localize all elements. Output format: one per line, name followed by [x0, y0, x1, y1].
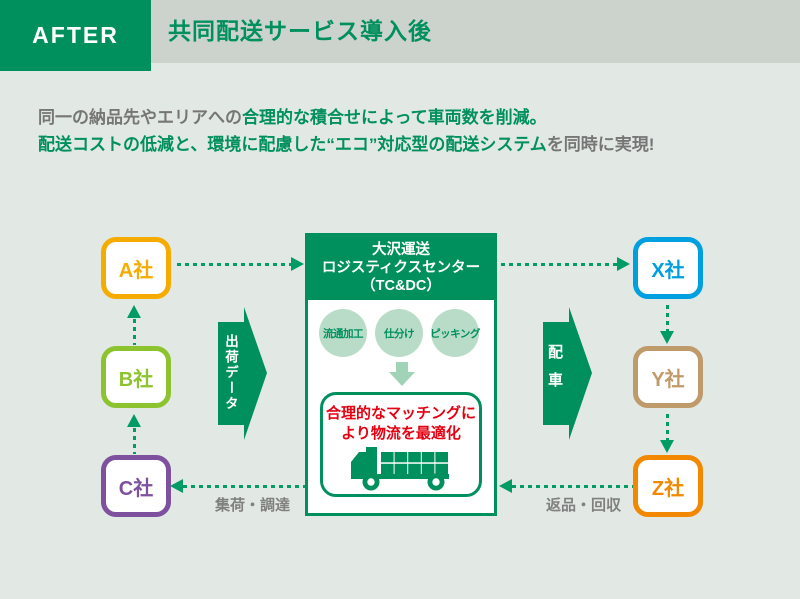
- company-box-y: Y社: [633, 346, 703, 408]
- logistics-center-title: 大沢運送 ロジスティクスセンター （TC&DC）: [305, 233, 497, 300]
- arrowhead-a-to-center: [291, 257, 304, 271]
- arrowhead-c-to-b: [127, 414, 141, 427]
- process-circle-sorting: 仕分け: [375, 309, 423, 357]
- dispatch-arrow-label: 配車: [546, 344, 563, 400]
- return-collection-label: 返品・回収: [546, 497, 622, 514]
- logistics-center-title-line1: 大沢運送: [372, 242, 430, 258]
- description-line2-gray: を同時に実現!: [546, 135, 655, 154]
- matching-result-line2: より物流を最適化: [341, 425, 461, 442]
- arrow-line-x-to-y: [666, 305, 669, 331]
- arrow-line-a-to-center: [177, 263, 291, 266]
- company-box-z: Z社: [633, 455, 703, 517]
- description-line-2: 配送コストの低減と、環境に配慮した“エコ”対応型の配送システムを同時に実現!: [38, 131, 654, 158]
- arrow-line-c-to-b: [133, 428, 136, 454]
- arrowhead-b-to-a: [127, 305, 141, 318]
- matching-result-box: 合理的なマッチングに より物流を最適化: [320, 392, 482, 497]
- matching-result-text: 合理的なマッチングに より物流を最適化: [326, 404, 476, 444]
- company-box-b: B社: [101, 346, 171, 408]
- arrowhead-x-to-y: [660, 331, 674, 344]
- pickup-procurement-label: 集荷・調達: [215, 497, 291, 514]
- truck-icon: [351, 447, 449, 491]
- company-box-a: A社: [101, 237, 171, 299]
- arrow-line-center-to-c: [183, 485, 305, 488]
- description: 同一の納品先やエリアへの合理的な積合せによって車両数を削減。 配送コストの低減と…: [38, 104, 654, 158]
- arrow-line-z-to-center: [512, 485, 633, 488]
- description-line1-green: 合理的な積合せによって車両数を削減。: [242, 108, 547, 127]
- description-line-1: 同一の納品先やエリアへの合理的な積合せによって車両数を削減。: [38, 104, 654, 131]
- arrow-line-y-to-z: [666, 414, 669, 440]
- matching-result-line1: 合理的なマッチングに: [325, 405, 476, 422]
- process-circle-distribution: 流通加工: [319, 309, 367, 357]
- arrowhead-y-to-z: [660, 440, 674, 453]
- ship-data-arrow-label: 出荷データ: [223, 334, 238, 412]
- ship-data-arrow: [218, 307, 267, 440]
- logistics-center-title-line3: （TC&DC）: [361, 278, 441, 294]
- description-line1-gray: 同一の納品先やエリアへの: [38, 108, 242, 127]
- logistics-center-box: 大沢運送 ロジスティクスセンター （TC&DC） 流通加工 仕分け ピッキング …: [305, 233, 497, 516]
- arrowhead-z-to-center: [499, 479, 512, 493]
- company-box-c: C社: [101, 455, 171, 517]
- page-title: 共同配送サービス導入後: [168, 18, 432, 44]
- logistics-center-title-line2: ロジスティクスセンター: [321, 260, 481, 276]
- dispatch-arrow: [543, 307, 592, 440]
- company-box-x: X社: [633, 237, 703, 299]
- arrow-line-center-to-x: [501, 263, 617, 266]
- arrow-line-b-to-a: [133, 319, 136, 345]
- description-line2-green: 配送コストの低減と、環境に配慮した“エコ”対応型の配送システム: [38, 135, 547, 154]
- arrowhead-center-to-c: [170, 479, 183, 493]
- after-badge: AFTER: [0, 0, 151, 71]
- process-circle-picking: ピッキング: [430, 309, 480, 357]
- arrowhead-center-to-x: [617, 257, 630, 271]
- down-arrow-icon: [389, 362, 415, 386]
